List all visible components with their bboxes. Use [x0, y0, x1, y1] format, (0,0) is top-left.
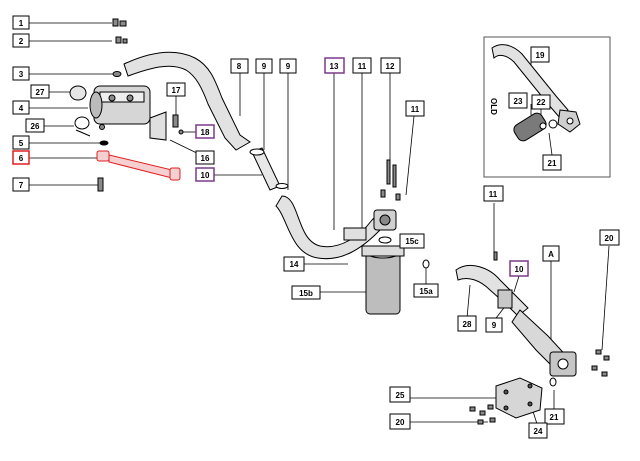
callout-label-highlighted: 10 [195, 167, 215, 182]
callout-label: 16 [195, 150, 215, 165]
callout-label-highlighted: 6 [12, 150, 30, 165]
callout-label: 14 [283, 256, 305, 272]
callout-label: 27 [30, 84, 50, 99]
svg-text:10: 10 [201, 171, 210, 180]
svg-text:2: 2 [19, 37, 24, 46]
svg-text:9: 9 [286, 62, 291, 71]
callout-label: 22 [531, 94, 551, 110]
svg-text:17: 17 [172, 86, 181, 95]
callout-label: 20 [599, 229, 620, 246]
svg-text:11: 11 [411, 105, 420, 114]
bolt-icon [112, 18, 128, 77]
callout-label: 2 [12, 33, 30, 48]
air-cleaner-housing [69, 85, 151, 125]
callout-label: 24 [528, 422, 548, 439]
callout-label: 8 [230, 58, 249, 74]
svg-text:15a: 15a [419, 287, 433, 296]
svg-text:21: 21 [550, 413, 559, 422]
filter-head [343, 209, 397, 244]
callout-label: 21 [544, 408, 565, 425]
callout-label: 21 [542, 154, 562, 171]
bolt-cluster-bottom [469, 404, 496, 425]
callout-label: 15a [413, 283, 439, 298]
mounting-plate [495, 377, 557, 419]
highlighted-hose [96, 150, 181, 181]
callout-label: 26 [25, 118, 45, 133]
svg-text:15c: 15c [405, 237, 419, 246]
svg-text:19: 19 [536, 51, 545, 60]
svg-text:5: 5 [19, 139, 24, 148]
callout-label: 9 [255, 58, 273, 74]
svg-text:27: 27 [36, 88, 45, 97]
mounting-bracket [149, 111, 184, 141]
svg-text:23: 23 [514, 97, 523, 106]
callout-label: 25 [389, 386, 411, 403]
callout-label: 7 [12, 177, 30, 192]
svg-text:26: 26 [31, 122, 40, 131]
svg-text:7: 7 [19, 181, 24, 190]
callout-label: 1 [12, 15, 30, 30]
svg-text:3: 3 [19, 70, 24, 79]
svg-text:24: 24 [534, 427, 543, 436]
svg-text:18: 18 [201, 128, 210, 137]
clamp-assembly [74, 116, 105, 137]
callout-label: 11 [352, 57, 372, 74]
svg-text:28: 28 [463, 320, 472, 329]
svg-text:25: 25 [396, 391, 405, 400]
filter-canister [361, 245, 430, 315]
svg-text:11: 11 [358, 62, 367, 71]
callout-label: 5 [12, 135, 30, 150]
svg-text:A: A [548, 250, 554, 259]
svg-text:9: 9 [262, 62, 267, 71]
svg-text:15b: 15b [299, 289, 313, 298]
svg-text:20: 20 [396, 418, 405, 427]
callout-label: 4 [12, 100, 30, 115]
callout-label-highlighted: 10 [509, 260, 529, 277]
callout-label: 11 [405, 100, 425, 117]
callout-label: 9 [279, 58, 297, 74]
svg-text:1: 1 [19, 19, 24, 28]
svg-text:20: 20 [605, 234, 614, 243]
callout-label: A [542, 245, 560, 262]
washer-icon [99, 140, 109, 146]
callout-label: 15c [399, 233, 425, 249]
callout-label: 23 [508, 92, 528, 109]
svg-text:6: 6 [19, 154, 24, 163]
hose-segment [249, 147, 289, 191]
svg-text:10: 10 [515, 265, 524, 274]
callout-label: 19 [530, 46, 550, 63]
callout-label: 12 [380, 57, 401, 74]
svg-text:11: 11 [489, 190, 498, 199]
callout-label: 9 [485, 317, 503, 333]
callout-label: 20 [389, 413, 411, 430]
svg-text:9: 9 [492, 321, 497, 330]
callout-label: 3 [12, 66, 30, 81]
svg-text:8: 8 [237, 62, 242, 71]
callout-label-highlighted: 13 [324, 57, 345, 74]
svg-text:16: 16 [201, 154, 210, 163]
callout-label: 28 [457, 315, 477, 332]
pin-icon [97, 177, 104, 192]
bolt-cluster-right [591, 349, 610, 377]
callout-label: 17 [166, 82, 186, 97]
callout-label: 15b [291, 285, 321, 300]
svg-text:21: 21 [548, 159, 557, 168]
callout-label-highlighted: 18 [195, 124, 215, 139]
svg-text:13: 13 [330, 62, 339, 71]
intake-tube [123, 51, 251, 151]
leader-lines [29, 22, 610, 428]
svg-text:12: 12 [386, 62, 395, 71]
callout-boxes: 1 2 3 27 4 26 5 6 [12, 15, 620, 439]
svg-text:4: 4 [19, 104, 24, 113]
outlet-tube [455, 251, 577, 377]
svg-text:22: 22 [537, 98, 546, 107]
parts-drawing [69, 18, 610, 425]
callout-label: 11 [483, 185, 504, 202]
svg-text:14: 14 [290, 260, 299, 269]
bolt-set [380, 159, 401, 201]
engraving-text: OLD [489, 98, 498, 115]
